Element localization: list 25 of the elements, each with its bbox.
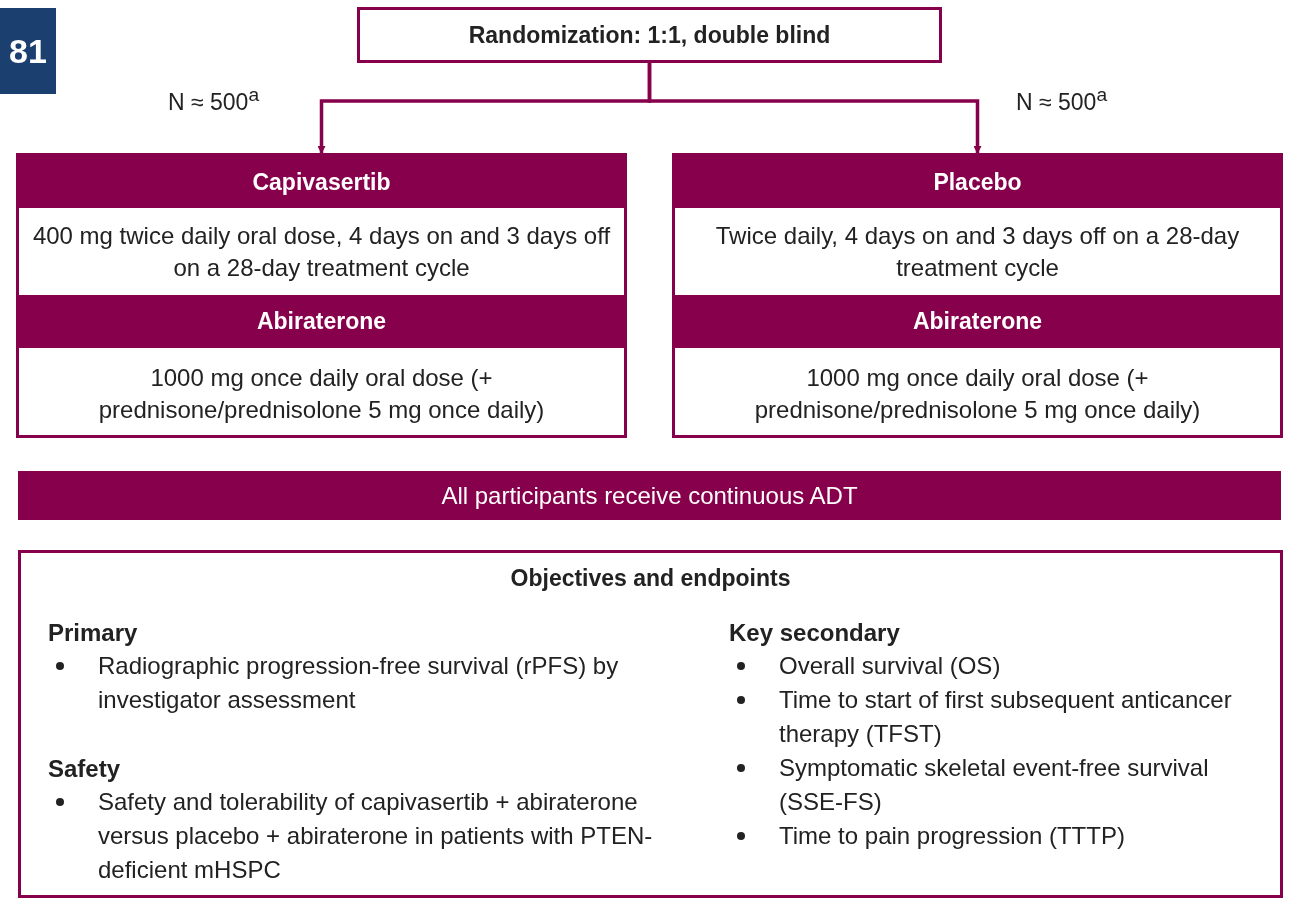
- arrow: [647, 63, 982, 154]
- banner: All participants receive continuous ADT: [18, 471, 1281, 520]
- bullet-text: Radiographic progression-free survival (rPFS) by investigator assessment: [98, 651, 620, 715]
- objectives-box: [18, 550, 1283, 898]
- arm-header: Capivasertib: [19, 156, 624, 208]
- dosing-text: Twice daily, 4 days on and 3 days off on a 28-day treatment cycle: [714, 220, 1241, 283]
- treatment-arm-box: [16, 153, 627, 438]
- arm-header: Abiraterone: [19, 295, 624, 348]
- section-heading: Key secondary: [729, 618, 901, 648]
- randomization-box: Randomization: 1:1, double blind: [357, 7, 942, 63]
- treatment-arm-box: [672, 153, 1283, 438]
- bullet-text: Overall survival (OS): [779, 651, 1002, 681]
- arm-header: Abiraterone: [675, 295, 1280, 348]
- arm-header: Placebo: [675, 156, 1280, 208]
- dosing-text: 400 mg twice daily oral dose, 4 days on and 3 days off on a 28-day treatment cycle: [31, 220, 612, 283]
- box-title: Objectives and endpoints: [509, 565, 792, 592]
- bullet-text: Symptomatic skeletal event-free survival (SSE-FS): [779, 753, 1210, 817]
- figure-tag: 81: [0, 8, 56, 94]
- section-heading: Primary: [48, 618, 139, 648]
- bullet-text: Safety and tolerability of capivasertib + abiraterone versus placebo + abiraterone in patients with PTEN-deficient mHSPC: [98, 787, 654, 885]
- bullet-text: Time to start of first subsequent anticancer therapy (TFST): [779, 685, 1233, 749]
- bullet-text: Time to pain progression (TTTP): [779, 821, 1126, 851]
- dosing-text: 1000 mg once daily oral dose (+ prednisone/prednisolone 5 mg once daily): [753, 363, 1202, 425]
- dosing-text: 1000 mg once daily oral dose (+ prednisone/prednisolone 5 mg once daily): [97, 363, 546, 425]
- section-heading: Safety: [48, 754, 122, 784]
